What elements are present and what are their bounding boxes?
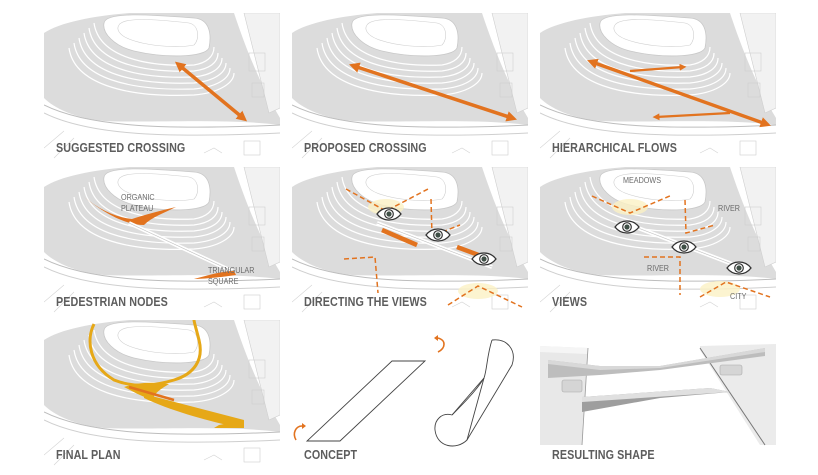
eye-icon	[425, 228, 451, 242]
panel-label: PEDESTRIAN NODES	[56, 295, 168, 309]
site-map	[44, 320, 280, 468]
annotation-city: CITY	[730, 292, 747, 301]
eye-icon	[471, 252, 497, 266]
annotation-meadows: MEADOWS	[623, 176, 662, 185]
annotation-triangular: TRIANGULAR	[208, 266, 255, 275]
panel-resulting-shape: RESULTING SHAPE	[540, 320, 776, 468]
annotation-plateau: PLATEAU	[121, 204, 154, 213]
panel-pedestrian-nodes: ORGANIC PLATEAU TRIANGULAR SQUARE PEDEST…	[44, 167, 280, 315]
annotation-river: RIVER	[718, 204, 741, 213]
secondary-flow-arrow	[652, 111, 731, 121]
eye-icon	[726, 261, 752, 275]
crossing-arrow	[349, 62, 517, 122]
rotate-arrow-icon	[293, 425, 303, 441]
panel-final-plan: FINAL PLAN	[44, 320, 280, 468]
annotation-square: SQUARE	[208, 277, 239, 286]
site-map	[540, 167, 776, 315]
panel-hierarchical-flows: HIERARCHICAL FLOWS	[540, 13, 776, 161]
panel-label: CONCEPT	[304, 448, 358, 462]
site-map	[44, 167, 280, 315]
panel-directing-the-views: DIRECTING THE VIEWS	[292, 167, 528, 315]
twisted-strip-shape	[434, 339, 514, 447]
eye-icon	[376, 207, 402, 221]
panel-label: PROPOSED CROSSING	[304, 141, 427, 155]
flat-strip-shape	[305, 360, 427, 442]
model-photo	[540, 320, 776, 468]
panel-label: HIERARCHICAL FLOWS	[552, 141, 677, 155]
site-map	[292, 13, 528, 161]
concept-drawing	[292, 320, 528, 468]
panel-concept: CONCEPT	[292, 320, 528, 468]
panel-proposed-crossing: PROPOSED CROSSING	[292, 13, 528, 161]
annotation-river: RIVER	[647, 264, 670, 273]
panel-views: MEADOWS RIVER RIVER CITY VIEWS	[540, 167, 776, 315]
panel-label: RESULTING SHAPE	[552, 448, 655, 462]
site-map	[44, 13, 280, 161]
panel-label: SUGGESTED CROSSING	[56, 141, 186, 155]
crossing-arrow	[174, 61, 248, 122]
panel-label: VIEWS	[552, 295, 588, 309]
final-path	[88, 320, 202, 387]
rotate-arrow-icon	[437, 337, 445, 353]
panel-label: DIRECTING THE VIEWS	[304, 295, 427, 309]
panel-suggested-crossing: SUGGESTED CROSSING	[44, 13, 280, 161]
panel-label: FINAL PLAN	[56, 448, 121, 462]
eye-icon	[671, 240, 697, 254]
secondary-flow-arrow	[629, 63, 687, 73]
eye-icon	[614, 220, 640, 234]
site-map	[292, 167, 528, 315]
upper-strip	[548, 348, 765, 378]
site-map	[540, 13, 776, 161]
plateau-node	[84, 197, 176, 225]
triangular-square-node	[194, 271, 236, 279]
main-flow-arrow	[587, 58, 771, 128]
annotation-organic: ORGANIC	[121, 193, 155, 202]
